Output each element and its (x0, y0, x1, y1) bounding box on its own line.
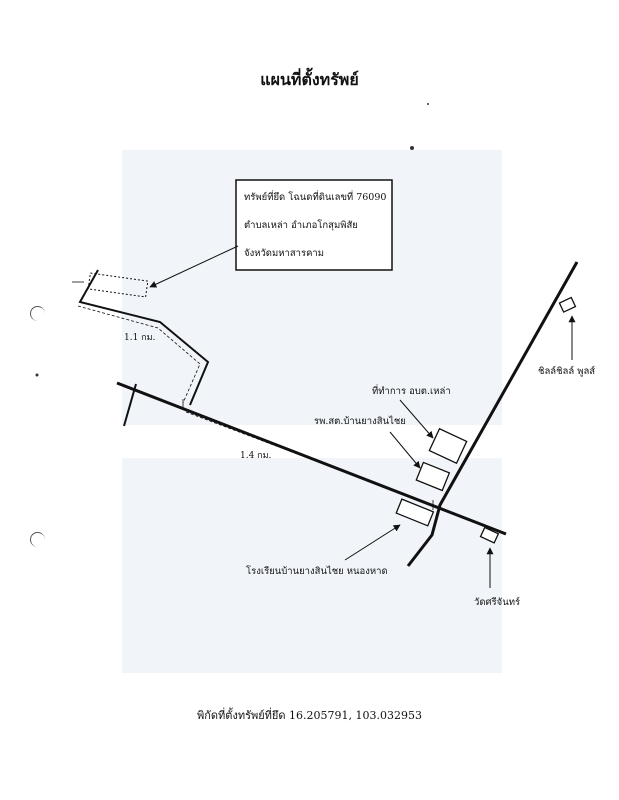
shop-building (558, 296, 577, 313)
faded-photo-bottom (122, 458, 502, 673)
property-parcel (87, 272, 149, 298)
property-arrow (149, 245, 239, 288)
cross-road (406, 261, 579, 567)
temple-label: วัดศรีจันทร์ (474, 596, 520, 608)
distance-label-1: 1.1 กม. (124, 333, 156, 343)
health-center-label: รพ.สต.บ้านยางสินไชย (314, 415, 406, 427)
route-dashed-1 (77, 305, 201, 404)
office-label: ที่ทำการ อบต.เหล่า (372, 384, 451, 397)
page-title: แผนที่ตั้งทรัพย์ (260, 70, 359, 89)
punch-hole-top (30, 306, 45, 321)
temple-building (479, 526, 500, 544)
health-center-arrow (389, 431, 421, 469)
health-center-building (415, 461, 451, 492)
property-coordinates: พิกัดที่ตั้งทรัพย์ที่ยึด 16.205791, 103.… (197, 709, 422, 722)
scan-speck-3 (35, 373, 39, 377)
school-arrow (344, 524, 401, 561)
scan-speck-2 (427, 103, 429, 105)
main-road (116, 381, 507, 536)
property-info-box (235, 179, 393, 271)
school-label: โรงเรียนบ้านยางสินไชย หนองหาด (246, 565, 388, 577)
punch-hole-bottom (30, 532, 45, 547)
access-road (78, 269, 210, 406)
shop-label: ชิลล์ชิลล์ พูลส์ (538, 365, 595, 377)
property-subdistrict-text: ตำบลเหล่า อำเภอโกสุมพิสัย (244, 219, 358, 231)
distance-label-2: 1.4 กม. (240, 451, 272, 461)
office-building (428, 427, 468, 465)
property-deed-text: ทรัพย์ที่ยึด โฉนดที่ดินเลขที่ 76090 (244, 190, 386, 203)
route-dashed-2 (185, 411, 434, 506)
school-building (395, 498, 435, 527)
main-road-spur (123, 383, 137, 427)
property-province-text: จังหวัดมหาสารคาม (244, 248, 324, 259)
scan-speck-1 (410, 146, 414, 150)
office-arrow (399, 399, 434, 439)
